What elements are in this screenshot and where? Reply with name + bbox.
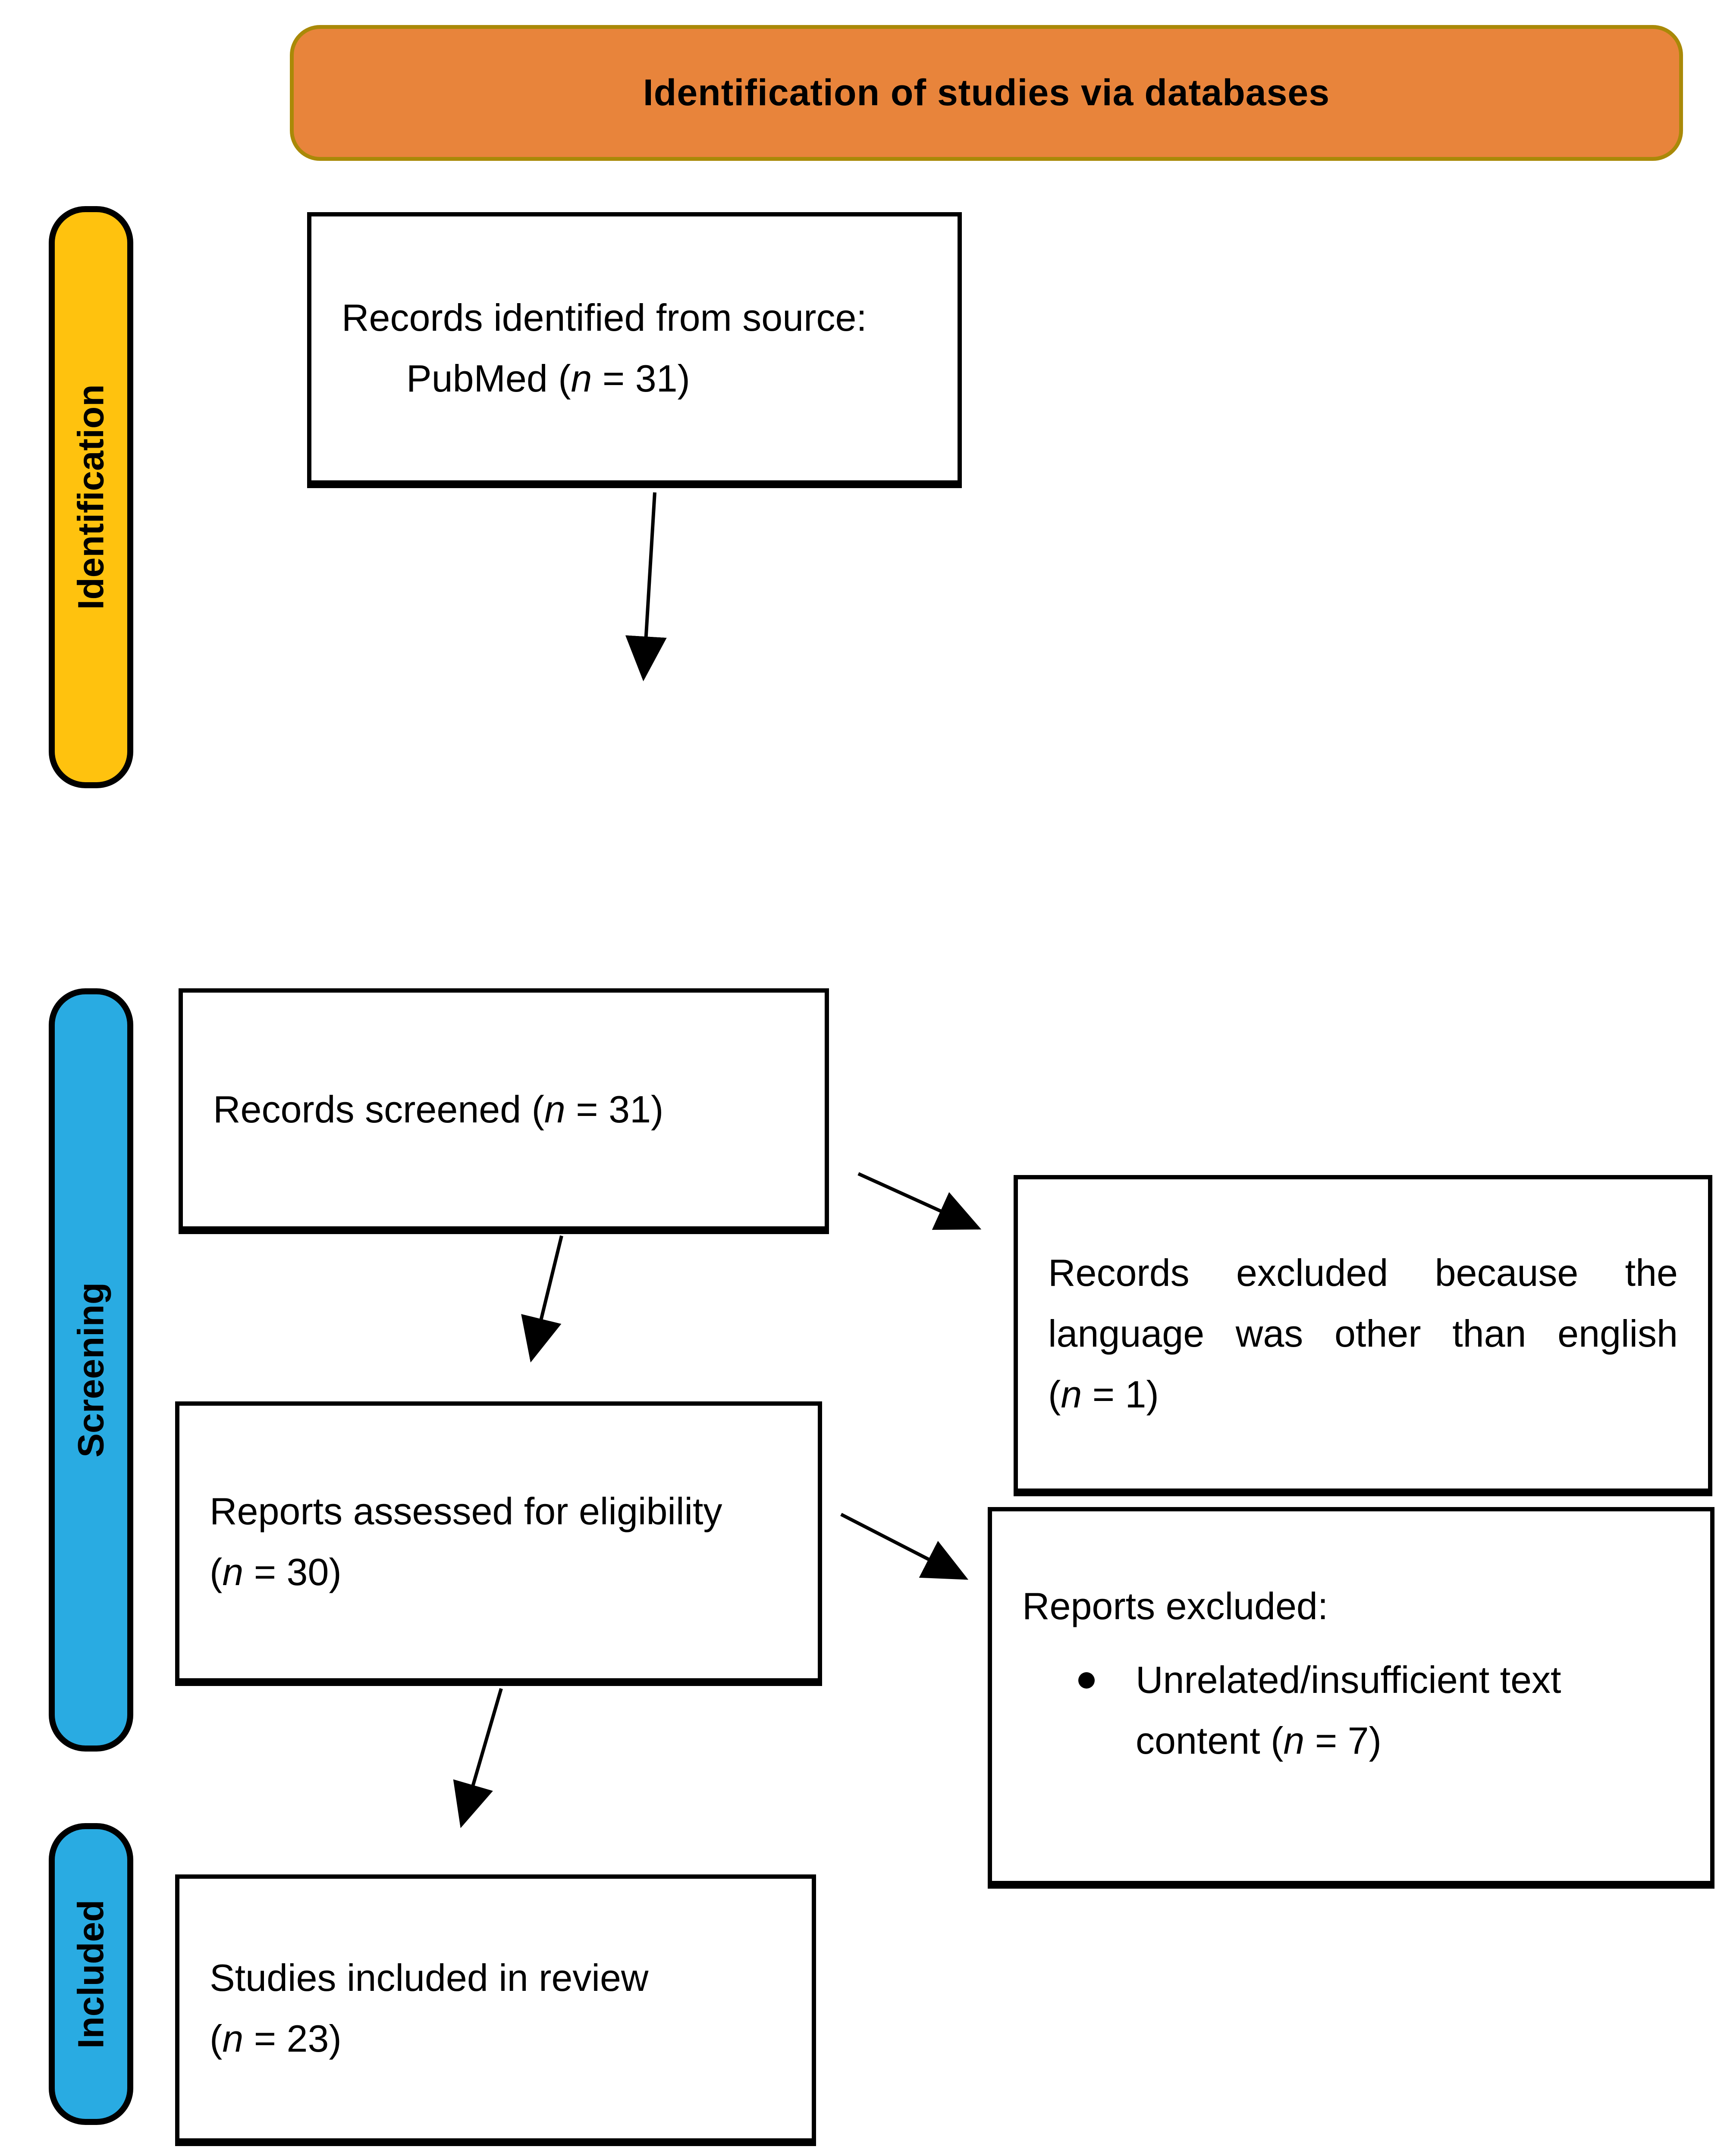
n-variable: n [544,1087,565,1131]
n-variable: n [1061,1373,1082,1416]
box-text-line: (n = 1) [1048,1373,1159,1416]
stage-label-text: Screening [70,1282,111,1458]
arrow-assessed-to-included [453,1688,503,1828]
box-records-identified: Records identified from source: PubMed (… [307,212,962,488]
n-variable: n [222,2017,244,2060]
box-reports-assessed: Reports assessed for eligibility (n = 30… [175,1401,822,1686]
arrow-screened-to-assessed [521,1235,563,1363]
n-variable: n [222,1551,244,1593]
box-reports-excluded: Reports excluded: Unrelated/insufficient… [988,1507,1714,1889]
bullet-icon [1078,1672,1095,1689]
stage-label-text: Identification [70,384,111,610]
banner-identification-of-studies: Identification of studies via databases [290,25,1683,161]
box-text-line: PubMed (n = 31) [406,357,690,400]
bullet-item: Unrelated/insufficient text content (n =… [1078,1650,1680,1771]
stage-label-identification: Identification [49,206,133,788]
box-text-line: Records excluded because the [1048,1251,1678,1294]
arrow-identified-to-screened [625,492,667,681]
arrow-assessed-to-excluded [840,1513,969,1580]
box-text-line: Records identified from source: [342,296,867,339]
bullet-text: Unrelated/insufficient text content (n =… [1136,1650,1680,1771]
box-text-line: Records screened (n = 31) [213,1087,664,1131]
box-text-line: content (n = 7) [1136,1719,1382,1762]
box-text-line: Unrelated/insufficient text [1136,1658,1561,1701]
stage-label-screening: Screening [49,988,133,1752]
box-text-line: Reports excluded: [1022,1585,1328,1627]
box-records-excluded-language: Records excluded because the language wa… [1014,1175,1712,1496]
n-variable: n [1283,1719,1305,1762]
stage-label-text: Included [70,1899,111,2049]
box-text-line: language was other than english [1048,1312,1678,1355]
box-text-line: Studies included in review [210,1956,649,1999]
stage-label-included: Included [49,1823,133,2125]
box-studies-included: Studies included in review (n = 23) [175,1874,816,2146]
banner-title: Identification of studies via databases [643,72,1330,113]
box-text-line: (n = 23) [210,2017,342,2060]
box-text-line: (n = 30) [210,1551,342,1593]
arrow-screened-to-excluded [857,1172,982,1230]
n-variable: n [571,357,592,400]
box-records-screened: Records screened (n = 31) [179,988,829,1234]
box-text-line: Reports assessed for eligibility [210,1490,722,1533]
